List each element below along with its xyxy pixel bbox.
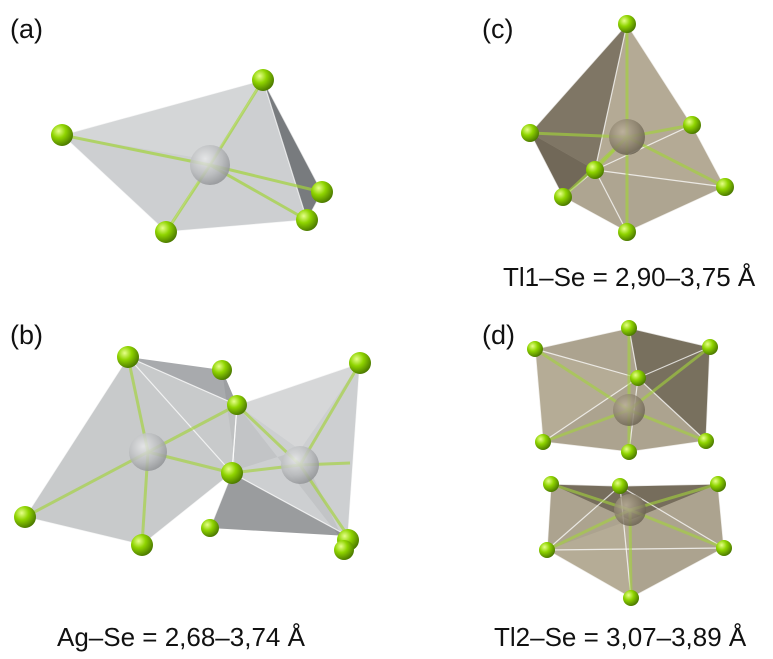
se-atom	[618, 223, 636, 241]
se-atom	[521, 124, 539, 142]
se-atom	[618, 15, 636, 33]
se-atom	[612, 478, 628, 494]
se-atom	[334, 540, 354, 560]
tl-atom	[614, 494, 646, 526]
se-atom	[349, 352, 371, 374]
bonds	[24, 356, 362, 546]
panel-label-c: (c)	[482, 14, 514, 44]
polyhedron-a	[51, 69, 333, 243]
face-light	[547, 520, 631, 598]
se-atom	[698, 433, 714, 449]
polyhedron-c	[521, 15, 734, 241]
se-atom	[51, 124, 73, 146]
face-dark	[210, 473, 348, 536]
edges	[24, 356, 361, 546]
se-atom	[716, 178, 734, 196]
caption-tl2-se: Tl2–Se = 3,07–3,89 Å	[494, 622, 747, 652]
panel-label-b: (b)	[10, 320, 43, 350]
polyhedron-b	[14, 346, 371, 560]
ag-atom	[281, 446, 319, 484]
face-light	[237, 363, 360, 450]
se-atom	[710, 476, 726, 492]
se-atom	[155, 221, 177, 243]
tl-atom	[609, 119, 645, 155]
se-atom	[621, 444, 637, 460]
se-atom	[683, 116, 701, 134]
panel-label-a: (a)	[10, 14, 43, 44]
polyhedron-d-upper	[527, 320, 718, 460]
caption-ag-se: Ag–Se = 2,68–3,74 Å	[57, 622, 305, 652]
se-atom	[554, 188, 572, 206]
ag-atom	[129, 433, 167, 471]
se-atom	[201, 519, 219, 537]
se-atom	[212, 360, 232, 380]
se-atom	[252, 69, 274, 91]
se-atom	[527, 341, 543, 357]
se-atom	[296, 209, 318, 231]
panel-label-d: (d)	[482, 320, 515, 350]
face-light	[62, 80, 263, 160]
face-dark	[263, 80, 322, 220]
se-atom	[535, 434, 551, 450]
se-atom	[131, 534, 153, 556]
se-atom	[14, 506, 36, 528]
se-atom	[117, 346, 139, 368]
se-atom	[630, 370, 646, 386]
caption-tl1-se: Tl1–Se = 2,90–3,75 Å	[503, 262, 756, 292]
se-atom	[539, 542, 555, 558]
se-atom	[586, 161, 604, 179]
se-atom	[621, 320, 637, 336]
se-atom	[227, 395, 247, 415]
se-atom	[623, 590, 639, 606]
ag-atom	[190, 145, 230, 185]
polyhedron-d-lower	[539, 476, 732, 606]
se-atom	[702, 339, 718, 355]
tl-atom	[613, 394, 645, 426]
se-atom	[311, 181, 333, 203]
se-atom	[221, 462, 243, 484]
se-atom	[543, 476, 559, 492]
face-light	[535, 349, 638, 442]
se-atom	[716, 540, 732, 556]
